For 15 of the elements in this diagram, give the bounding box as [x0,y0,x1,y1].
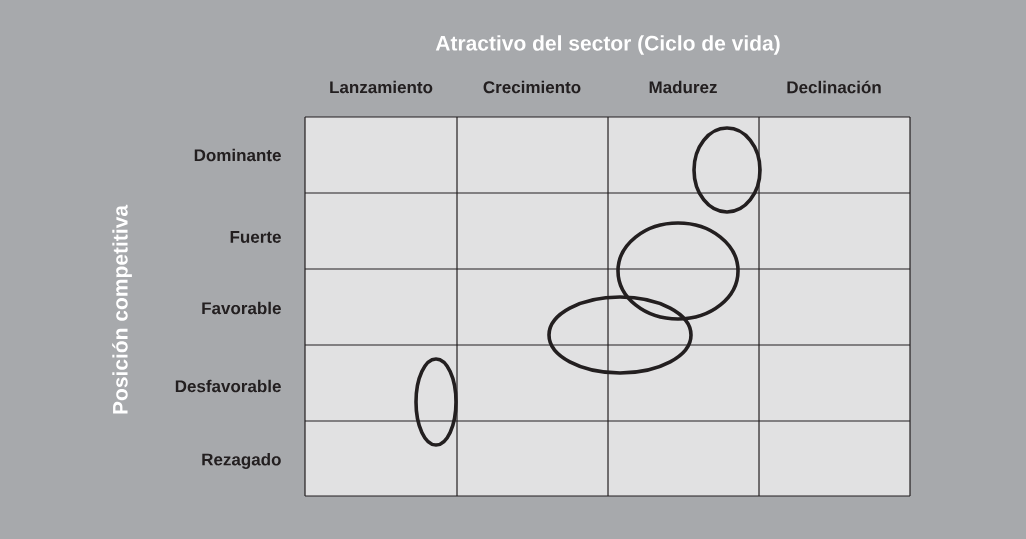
ellipse-outline [547,295,693,375]
column-header: Crecimiento [483,80,581,94]
ellipse-outline [414,357,458,447]
row-header: Fuerte [230,231,281,243]
column-header: Madurez [649,80,717,94]
ellipse-outline [692,126,762,214]
row-header: Favorable [202,301,281,315]
axis-title: Posición competitiva [112,204,132,414]
row-header: Desfavorable [175,379,281,393]
ellipse-outline [616,221,740,321]
column-header: Declinación [787,80,881,94]
row-header: Rezagado [202,453,281,469]
row-header: Dominante [194,148,281,162]
column-header: Lanzamiento [330,80,433,94]
axis-title: Atractivo del sector (Ciclo de vida) [435,35,780,55]
